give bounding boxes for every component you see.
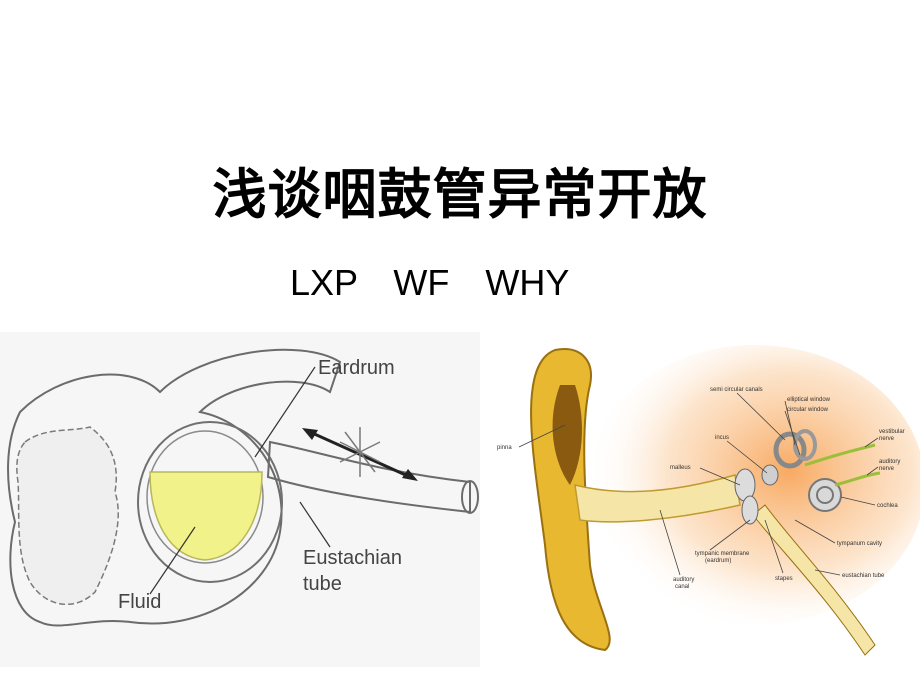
label-eustachian-tube-right: eustachian tube [842,573,885,579]
label-semi-circular-canals: semi circular canals [710,387,763,393]
label-eardrum: Eardrum [318,357,395,379]
eustachian-tube-shape-right [752,504,876,656]
semicircular-canal-1 [773,431,807,469]
label-auditory-canal-1: auditory [673,577,694,583]
arrow-head-left [302,428,318,440]
fluid-area [149,471,263,561]
auditory-canal-shape [574,474,741,523]
label-pinna: pinna [497,445,512,451]
arrow-head-right [402,469,418,481]
label-tube: tube [303,573,342,595]
leader-lines [518,392,879,576]
label-incus: incus [715,435,729,441]
ear-anatomy-diagram: pinna semi circular canals incus ellipti… [495,345,920,665]
label-vestibular-nerve: nerve [879,436,895,442]
slide-title: 浅谈咽鼓管异常开放 [212,162,708,226]
incus-bone [761,464,779,486]
mastoid-cells [16,426,119,606]
label-auditory-nerve: nerve [879,466,895,472]
slide-subtitle: LXP WF WHY [290,262,570,303]
middle-ear-outline [137,421,283,583]
label-stapes: stapes [775,576,793,582]
outer-ear-outline [7,348,342,627]
label-eustachian: Eustachian [303,547,402,569]
tube-opening [461,480,479,514]
pressure-burst-icon [339,427,381,477]
label-cochlea: cochlea [877,503,898,509]
fluid-leader [149,526,196,595]
label-tympanic-membrane: tympanic membrane [695,551,750,557]
vestibular-nerve-line [804,443,876,467]
eardrum-leader [254,366,316,458]
middle-ear-fluid-diagram: Eardrum Eustachian tube Fluid [0,332,480,667]
label-malleus: malleus [670,465,691,471]
label-vestibular: vestibular [879,429,905,435]
pinna-cavity [552,385,582,485]
auditory-nerve-line [834,471,881,487]
label-auditory: auditory [879,459,900,465]
label-elliptical-window: elliptical window [787,397,831,403]
label-circular-window: circular window [787,407,829,413]
label-tympanum-cavity: tympanum cavity [837,541,882,547]
cochlea-spiral [816,486,834,504]
cochlea-shape [808,478,842,512]
label-fluid: Fluid [118,591,161,613]
eardrum-ring [146,430,264,564]
tube-leader [299,501,331,548]
label-auditory-canal-2: canal [675,584,689,590]
label-eardrum-paren: (eardrum) [705,558,731,564]
pinna-shape [530,348,611,652]
tympanic-membrane-shape [741,495,759,525]
